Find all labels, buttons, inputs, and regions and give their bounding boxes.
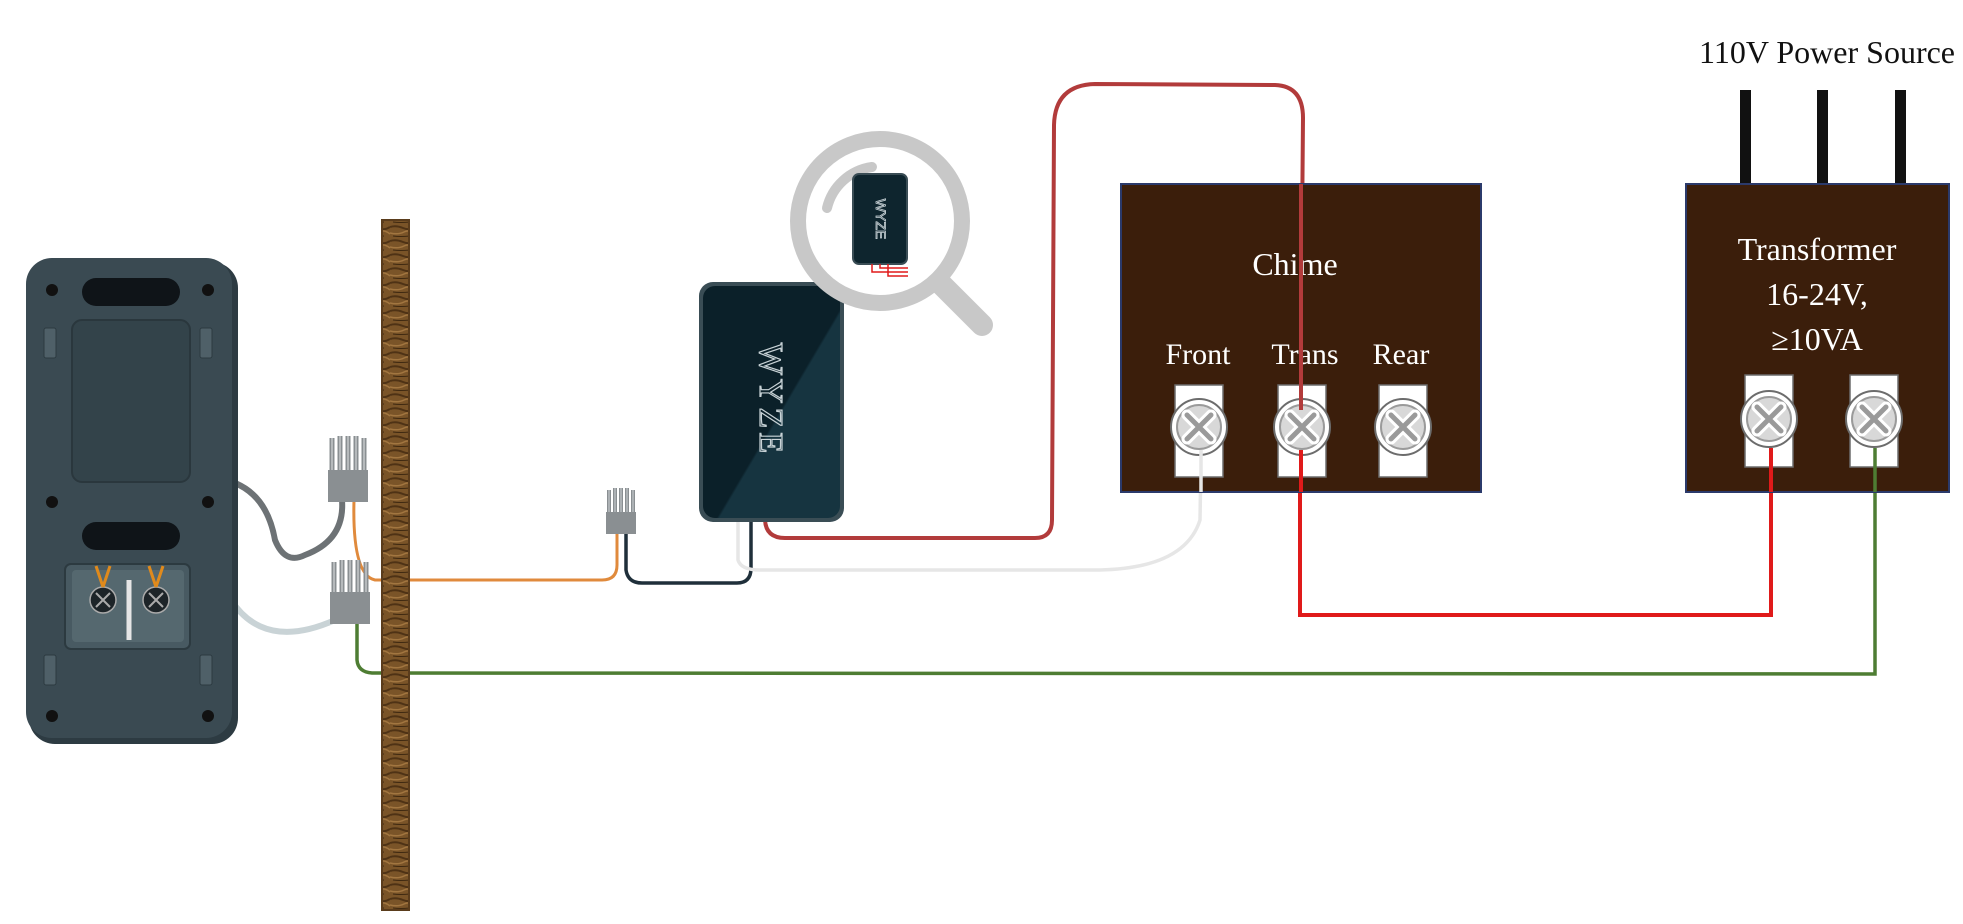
wire-adapter-to-chime-front: [736, 459, 1203, 572]
wire-adapter-navy: [624, 520, 753, 585]
wall-stud: [381, 219, 410, 911]
magnified-adapter: WYZE: [852, 173, 908, 277]
wire-chime-trans-to-transformer: [1298, 440, 1773, 617]
chime-terminal-front: [1171, 384, 1227, 478]
transformer-line-2: 16-24V,: [1766, 276, 1868, 312]
chime-title: Chime: [1252, 246, 1337, 282]
chime-label-rear: Rear: [1373, 338, 1430, 371]
magnified-logo: WYZE: [873, 199, 889, 239]
wire-connector-lower: [330, 560, 370, 624]
doorbell-terminal-left: [89, 565, 117, 614]
power-source-label: 110V Power Source: [1699, 34, 1955, 70]
wire-orange-through-wall: [352, 499, 619, 582]
wire-doorbell-to-transformer: [355, 448, 1877, 676]
chime-terminal-rear: [1375, 384, 1431, 478]
adapter-logo: WYZE: [752, 343, 789, 457]
doorbell-terminal-right: [142, 565, 170, 614]
chime-box: Chime Front Trans Rear: [1120, 183, 1482, 493]
chime-label-trans: Trans: [1271, 338, 1338, 371]
magnifier-icon: WYZE: [790, 131, 993, 336]
chime-label-front: Front: [1165, 338, 1231, 371]
transformer-line-3: ≥10VA: [1771, 321, 1863, 357]
transformer-box: Transformer 16-24V, ≥10VA: [1685, 90, 1950, 493]
wyze-adapter: WYZE: [699, 282, 844, 522]
transformer-line-1: Transformer: [1738, 231, 1897, 267]
wire-connector-adapter: [606, 488, 636, 534]
wire-adapter-to-chime-trans: [763, 81, 1306, 540]
wire-connector-upper: [328, 436, 368, 502]
doorbell-camera: [26, 258, 238, 744]
